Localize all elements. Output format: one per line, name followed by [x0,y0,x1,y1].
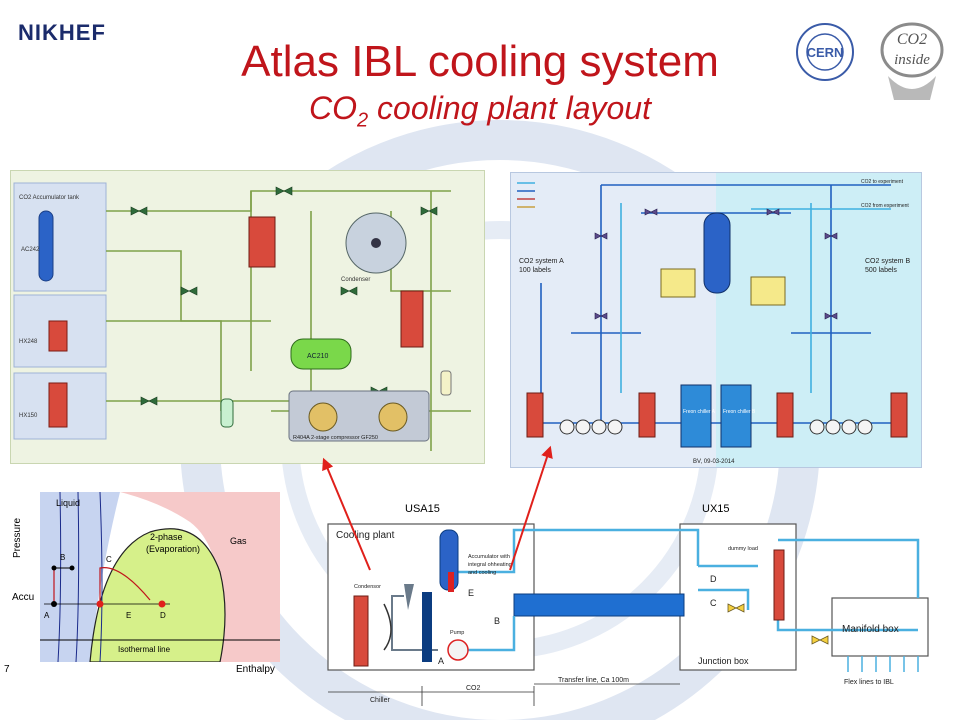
co2-dim-label: CO2 [466,685,481,692]
subtitle-subscript: 2 [357,109,369,132]
system-a-label: CO2 system A [519,258,564,265]
ph-isothermal-label: Isothermal line [118,645,171,654]
from-experiment-label: CO2 from experiment [861,203,909,209]
cooling-plant-label: Cooling plant [336,530,395,541]
system-b-label: CO2 system B [865,258,910,265]
ph-y-axis-label: Pressure [12,517,23,558]
accumulator-note-3: and cooling [468,570,496,576]
ph-point-a: A [44,611,50,620]
chiller-a-label: Freon chiller A [683,409,716,415]
ph-point-c: C [106,555,112,564]
condensor-label: Condensor [354,584,381,590]
transfer-line-label: Transfer line, Ca 100m [558,677,629,684]
box3-tag: HX150 [19,413,38,419]
accumulator-note-1: Accumulator with [468,554,510,560]
chiller-dim-label: Chiller [370,697,391,704]
cern-logo: CERN [796,23,854,81]
condenser-note: Condenser [341,277,370,283]
arrow-to-left-schematic [322,457,371,571]
to-experiment-label: CO2 to experiment [861,179,904,185]
page-subtitle: CO2 cooling plant layout [0,90,960,138]
co2-logo-text-1: CO2 [897,31,927,48]
cern-logo-text: CERN [807,45,844,60]
page-title: Atlas IBL cooling system [241,37,719,86]
point-b-label: B [494,616,500,626]
ph-x-axis-label: Enthalpy [236,664,275,675]
co2-logo-text-2: inside [894,52,930,68]
nikhef-logo-text: NIKHEF [18,20,106,45]
chiller-note: R404A 2-stage compressor GF250 [293,435,378,441]
accumulator-tag: AC210 [307,353,329,360]
usa15-label: USA15 [405,503,440,515]
ph-liquid-label: Liquid [56,498,80,508]
system-b-sub: 500 labels [865,267,897,274]
junction-box-label: Junction box [698,656,749,666]
ph-evaporation-label: (Evaporation) [146,544,200,554]
arrow-to-right-schematic [509,445,553,571]
left-schematic: CO2 Accumulator tank AC242 HX248 HX150 [13,182,471,451]
schematic-date: BV, 09-03-2014 [693,459,735,465]
pointer-arrows [322,445,553,571]
page-number: 7 [4,664,10,675]
ph-accu-label: Accu [12,592,35,603]
flex-lines-label: Flex lines to IBL [844,679,894,686]
left-schematic-panel: CO2 Accumulator tank AC242 HX248 HX150 [10,170,485,464]
right-schematic: CO2 system A 100 labels CO2 system B 500… [511,173,921,467]
box1-title: CO2 Accumulator tank [19,195,80,201]
ph-y-axis-title: Pressure [12,502,32,562]
ph-point-e: E [126,611,131,620]
ux15-label: UX15 [702,503,730,515]
ph-gas-label: Gas [230,536,247,546]
point-a-label: A [438,656,444,666]
ph-point-b: B [60,553,65,562]
system-a-sub: 100 labels [519,267,551,274]
right-schematic-panel: CO2 system A 100 labels CO2 system B 500… [510,172,922,468]
ph-point-d: D [160,611,166,620]
subtitle-suffix: cooling plant layout [368,90,651,126]
point-c-label: C [710,598,717,608]
box1-tag: AC242 [21,247,40,253]
subtitle-prefix: CO [309,90,357,126]
chiller-b-label: Freon chiller B [723,409,756,415]
ph-two-phase-label: 2-phase [150,532,183,542]
nikhef-logo: NIKHEF [18,20,118,48]
co2-inside-logo: CO2 inside [880,22,944,100]
pump-label: Pump [450,630,464,636]
box2-tag: HX248 [19,339,38,345]
dummy-load-label: dummy load [728,546,758,552]
accumulator-note-2: integral ohheating [468,562,512,568]
plant-layout: Cooling plant Accumulator with integral … [327,523,929,706]
point-d-label: D [710,574,717,584]
point-e-label: E [468,588,474,598]
ph-diagram: Liquid Gas 2-phase (Evaporation) Isother… [40,492,280,662]
manifold-box-label: Manifold box [842,624,899,635]
